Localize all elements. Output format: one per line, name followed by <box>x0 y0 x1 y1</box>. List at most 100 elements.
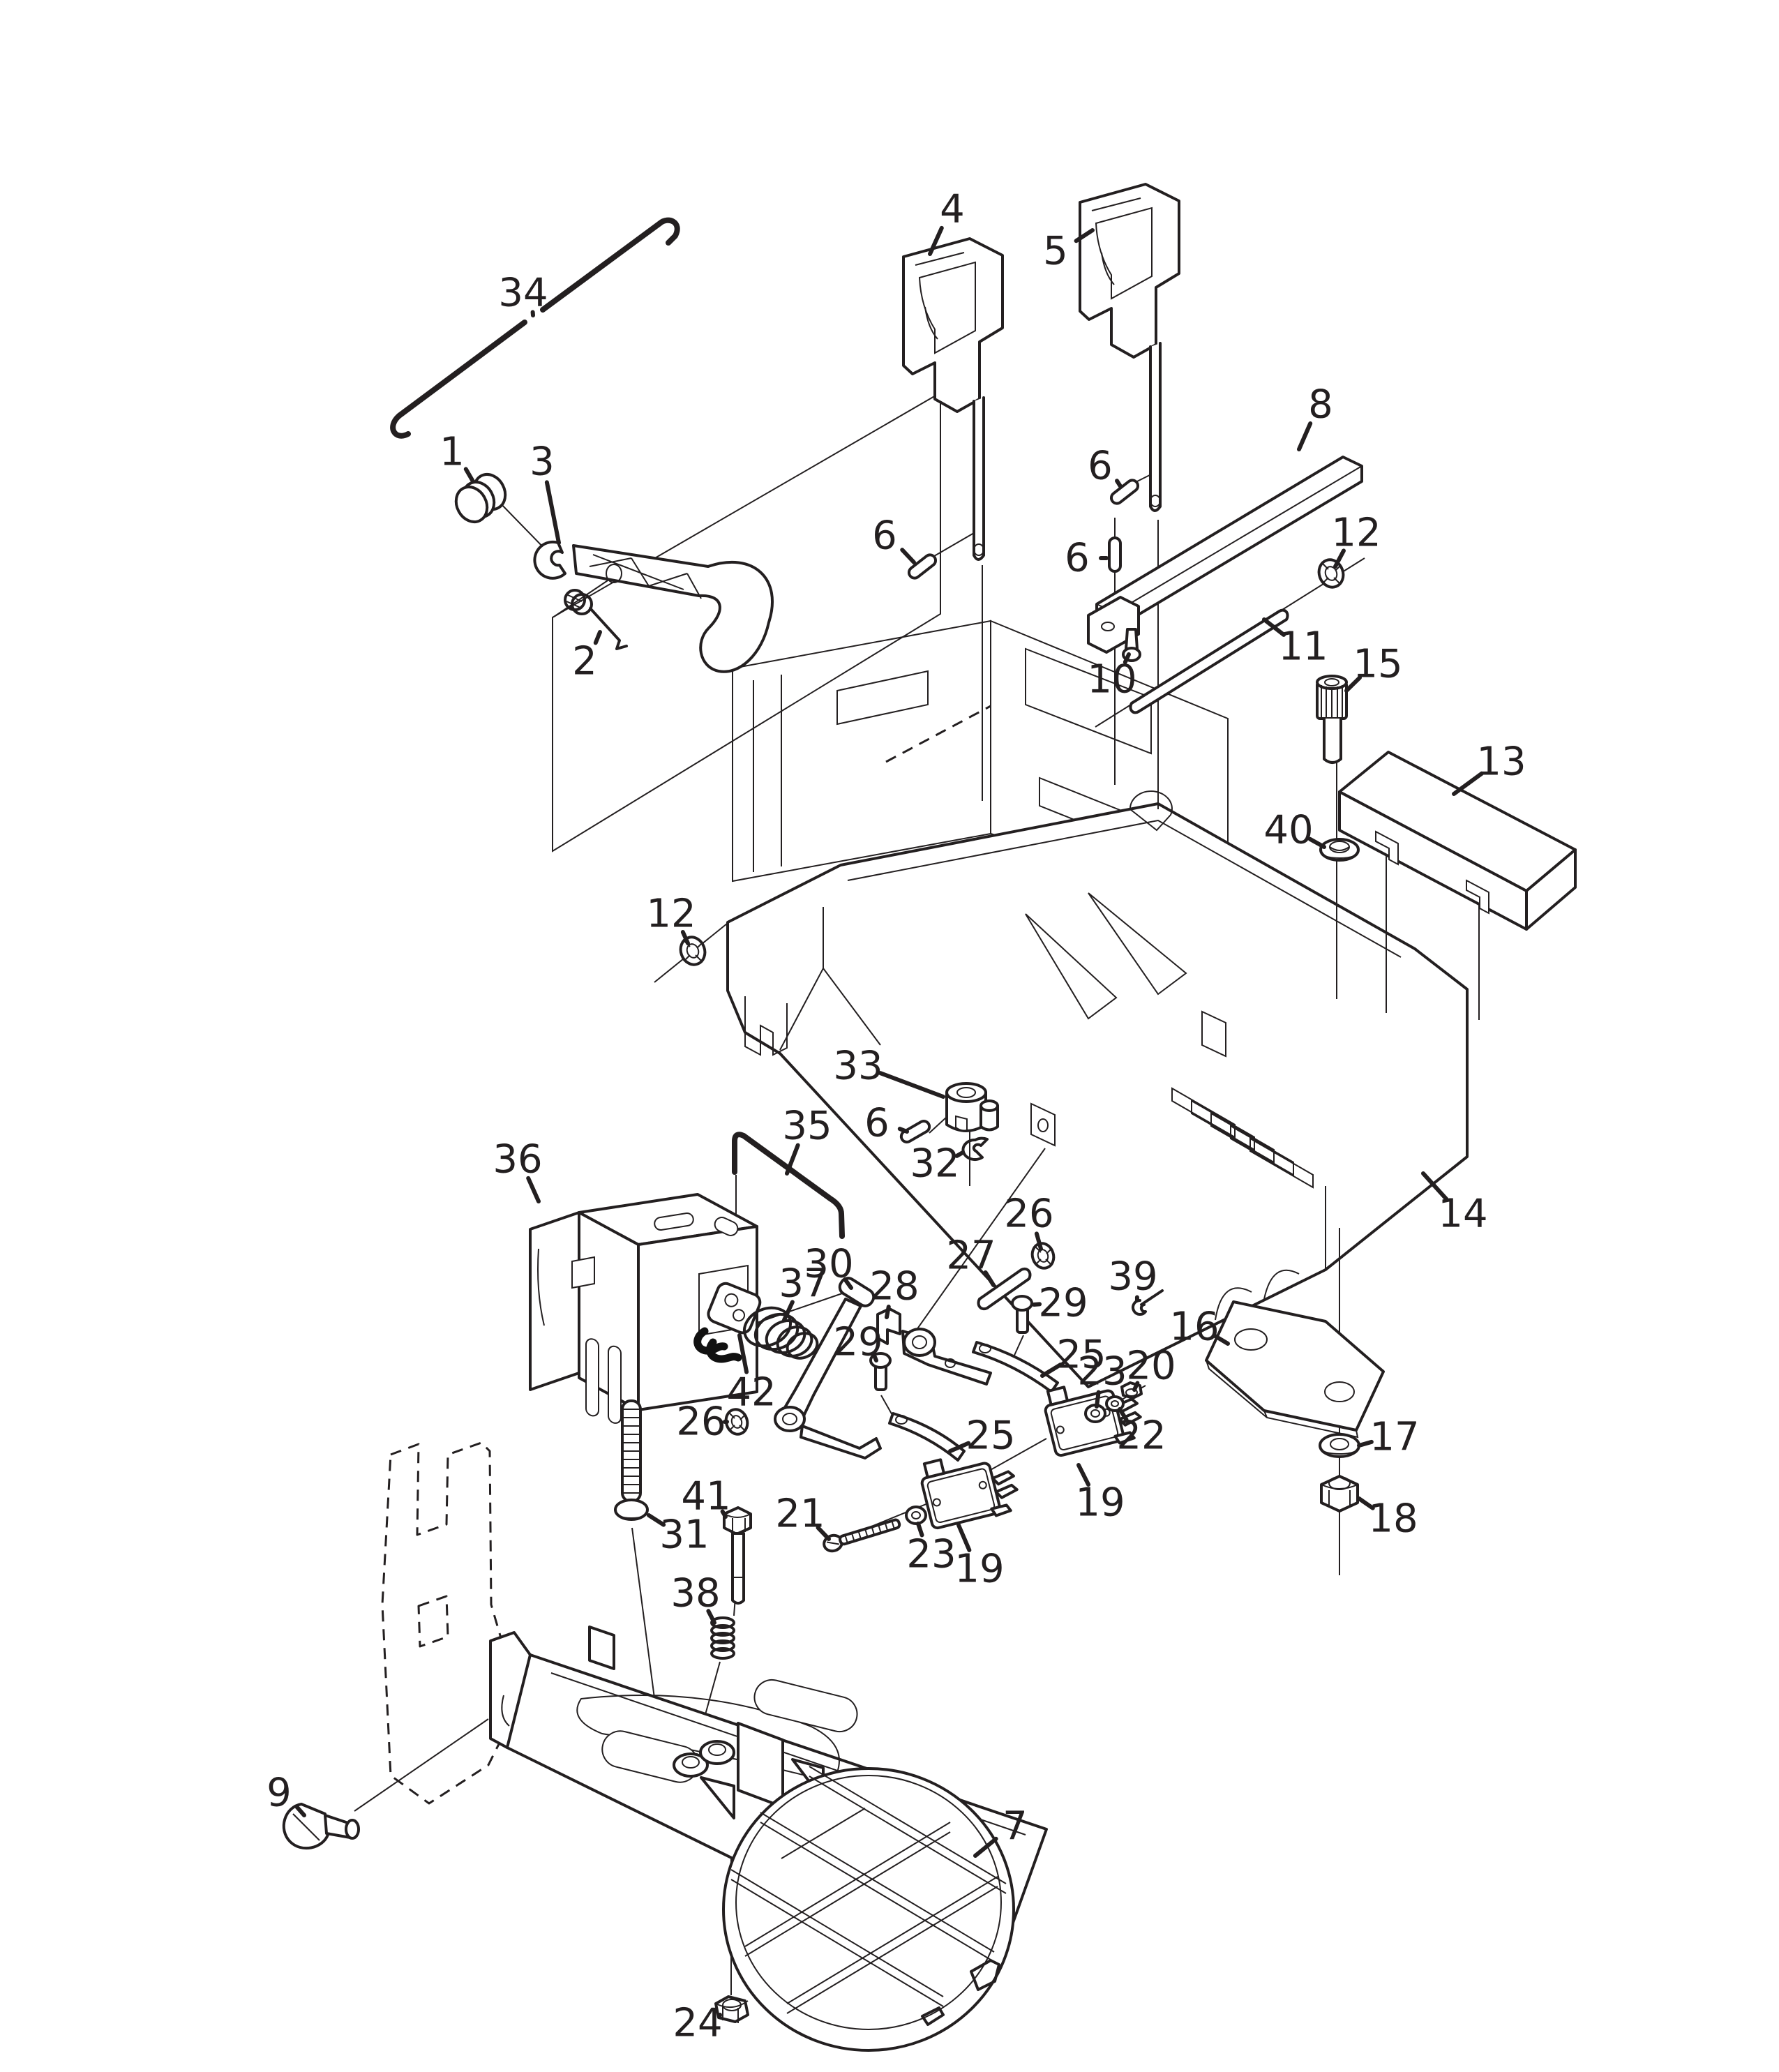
part-number-label-9: 9 <box>267 1771 292 1816</box>
part-21-screw <box>823 1518 901 1553</box>
part-number-label-6: 6 <box>864 1101 890 1146</box>
leader-line-30 <box>843 1277 853 1290</box>
part-number-label-3: 3 <box>530 440 555 485</box>
part-37-spring <box>743 1306 819 1360</box>
leader-line-37 <box>782 1300 795 1322</box>
part-25-leaf-strip <box>888 1412 966 1462</box>
leader-line-12 <box>1333 548 1346 569</box>
part-40-washer <box>1319 838 1360 862</box>
leader-line-10 <box>1123 652 1131 665</box>
part-7-grid-tray <box>722 1766 1015 2052</box>
leader-line-6 <box>900 548 916 564</box>
part-6-pin <box>907 553 938 580</box>
part-26-star-washer <box>1030 1242 1056 1270</box>
part-number-label-5: 5 <box>1043 229 1068 274</box>
leader-line-21 <box>816 1525 831 1541</box>
part-10-screw <box>1122 628 1141 662</box>
part-number-label-1: 1 <box>440 430 465 475</box>
leader-line-15 <box>1344 675 1363 693</box>
part-13-cover <box>1338 751 1577 931</box>
part-41-hex-bolt <box>723 1506 752 1605</box>
leader-line-35 <box>785 1143 800 1176</box>
part-number-label-19: 19 <box>954 1547 1004 1592</box>
part-29-screw <box>869 1352 892 1391</box>
part-30-lever-link <box>774 1277 882 1459</box>
part-23-washer <box>905 1506 927 1525</box>
part-number-label-33: 33 <box>833 1044 883 1089</box>
leader-line-14 <box>1421 1171 1449 1201</box>
leader-line-38 <box>706 1609 716 1625</box>
part-number-label-6: 6 <box>872 513 897 559</box>
part-16-plate <box>1205 1300 1385 1439</box>
part-number-label-22: 22 <box>1116 1413 1166 1459</box>
leader-line-18 <box>1357 1496 1375 1510</box>
leader-line-26 <box>1034 1231 1043 1251</box>
part-28-latch-lever <box>876 1307 992 1386</box>
leader-line-4 <box>928 225 944 256</box>
leader-line-13 <box>1452 771 1484 796</box>
leader-line-36 <box>526 1176 541 1203</box>
leader-line-9 <box>294 1804 306 1817</box>
part-number-label-42: 42 <box>726 1370 776 1416</box>
part-number-label-31: 31 <box>659 1512 709 1558</box>
part-11-rod <box>1129 608 1289 714</box>
part-5-clamp-handle <box>1079 183 1180 512</box>
part-34-wire <box>390 217 680 439</box>
part-2-spring <box>564 589 628 650</box>
leader-line-17 <box>1357 1439 1374 1448</box>
part-22-washer <box>1105 1395 1125 1412</box>
part-number-label-16: 16 <box>1169 1305 1219 1350</box>
part-24-lock-nut <box>714 1995 749 2023</box>
part-number-label-21: 21 <box>775 1492 825 1537</box>
part-number-label-26: 26 <box>676 1399 726 1445</box>
leader-line-11 <box>1262 617 1286 637</box>
leader-line-8 <box>1297 421 1313 451</box>
part-number-labels: 1234566667891011121213141516171819192021… <box>267 187 1526 2046</box>
leader-line-5 <box>1074 228 1095 243</box>
leader-line-2 <box>593 630 602 645</box>
phantom-bracket-outline <box>381 1441 521 1805</box>
part-38-spring <box>710 1616 735 1660</box>
part-number-label-35: 35 <box>782 1104 832 1149</box>
part-number-label-36: 36 <box>493 1137 542 1183</box>
part-9-thumb-screw <box>282 1803 360 1849</box>
leader-line-32 <box>954 1150 965 1158</box>
part-19-micro-switch <box>920 1458 1019 1530</box>
part-number-label-10: 10 <box>1087 657 1136 703</box>
leader-line-20 <box>1132 1381 1140 1392</box>
leader-line-16 <box>1213 1334 1230 1346</box>
part-number-label-37: 37 <box>779 1261 828 1307</box>
part-number-label-20: 20 <box>1126 1344 1176 1389</box>
part-32-e-clip <box>961 1136 989 1161</box>
part-39-spring-pin <box>1132 1289 1164 1316</box>
leader-line-40 <box>1307 836 1326 849</box>
part-number-label-29: 29 <box>1038 1281 1088 1326</box>
part-number-label-28: 28 <box>869 1264 919 1309</box>
leader-line-28 <box>885 1305 891 1319</box>
part-27-rod <box>977 1267 1032 1311</box>
part-26-star-washer <box>724 1408 749 1436</box>
part-number-label-41: 41 <box>681 1474 730 1519</box>
part-number-label-12: 12 <box>646 892 696 937</box>
part-number-label-32: 32 <box>910 1141 959 1187</box>
part-number-label-19: 19 <box>1075 1480 1125 1526</box>
leader-line-23 <box>1095 1390 1101 1409</box>
part-4-clamp-handle <box>902 237 1004 561</box>
part-number-label-38: 38 <box>670 1571 720 1616</box>
part-17-washer <box>1319 1433 1360 1458</box>
leader-line-29 <box>873 1355 878 1362</box>
leader-line-19 <box>1076 1463 1091 1487</box>
leader-line-42 <box>737 1333 749 1374</box>
part-1-knob <box>454 473 507 523</box>
leader-line-27 <box>983 1270 996 1287</box>
part-6-pin <box>1109 479 1140 505</box>
part-number-label-25: 25 <box>966 1413 1015 1459</box>
part-12-star-washer <box>679 936 707 966</box>
part-14-housing <box>726 790 1469 1388</box>
leader-line-22 <box>1118 1407 1129 1422</box>
part-number-label-40: 40 <box>1263 808 1313 853</box>
part-number-label-6: 6 <box>1088 444 1113 489</box>
leader-line-6 <box>897 1127 909 1134</box>
part-number-label-30: 30 <box>804 1242 853 1287</box>
part-number-label-14: 14 <box>1438 1192 1487 1237</box>
